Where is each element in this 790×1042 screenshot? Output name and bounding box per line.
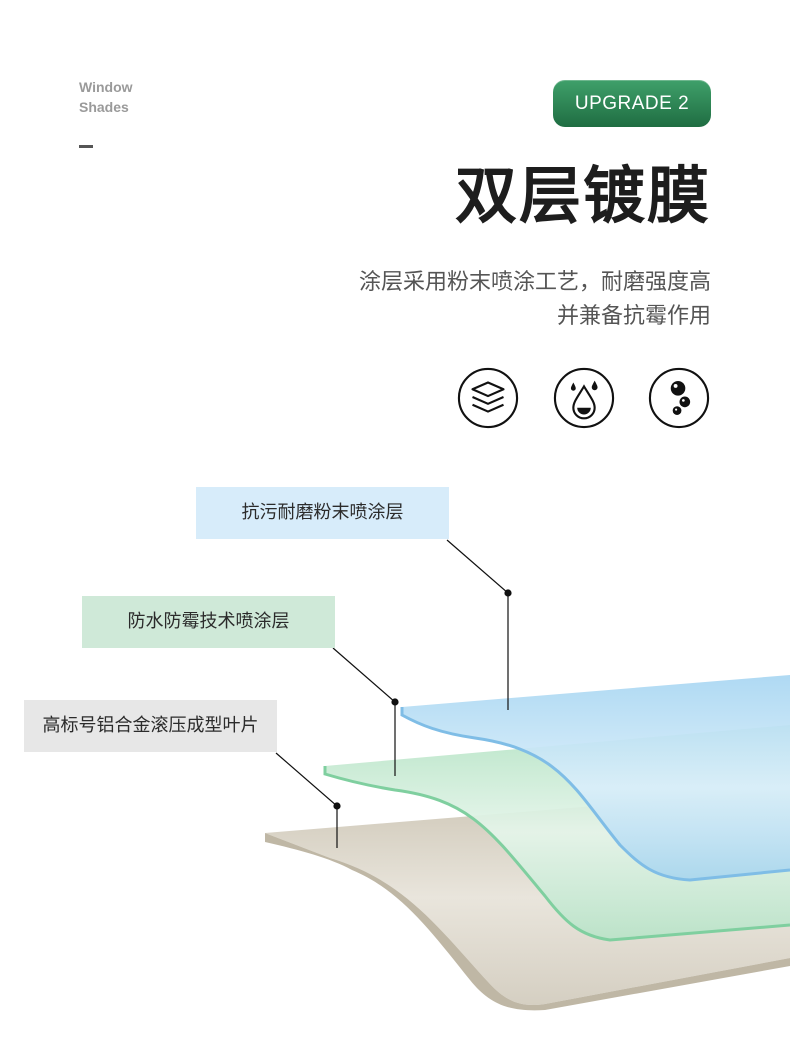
- blue-layer: [400, 675, 790, 882]
- upgrade-badge: UPGRADE 2: [553, 80, 711, 127]
- leader-line-1: [446, 539, 512, 710]
- water-drop-icon: [553, 367, 615, 429]
- description-line-2: 并兼备抗霉作用: [556, 304, 711, 329]
- layers-icon: [457, 367, 519, 429]
- leader-line-2: [332, 647, 399, 776]
- description: 涂层采用粉末喷涂工艺，耐磨强度高 并兼备抗霉作用: [359, 266, 711, 334]
- brand-name: Window Shades: [79, 77, 133, 117]
- leader-line-3: [275, 752, 341, 848]
- feature-icons: [457, 367, 713, 431]
- layer-label-aluminum-blade: 高标号铝合金滚压成型叶片: [24, 700, 277, 752]
- description-line-1: 涂层采用粉末喷涂工艺，耐磨强度高: [358, 270, 711, 295]
- brand-divider: [79, 145, 93, 148]
- bubbles-icon: [648, 367, 710, 429]
- layer-label-stain-resistant: 抗污耐磨粉末喷涂层: [196, 487, 449, 539]
- layer-label-waterproof: 防水防霉技术喷涂层: [82, 596, 335, 648]
- page-title: 双层镀膜: [454, 159, 711, 232]
- brand-line-1: Window: [79, 79, 133, 95]
- brand-line-2: Shades: [79, 99, 129, 115]
